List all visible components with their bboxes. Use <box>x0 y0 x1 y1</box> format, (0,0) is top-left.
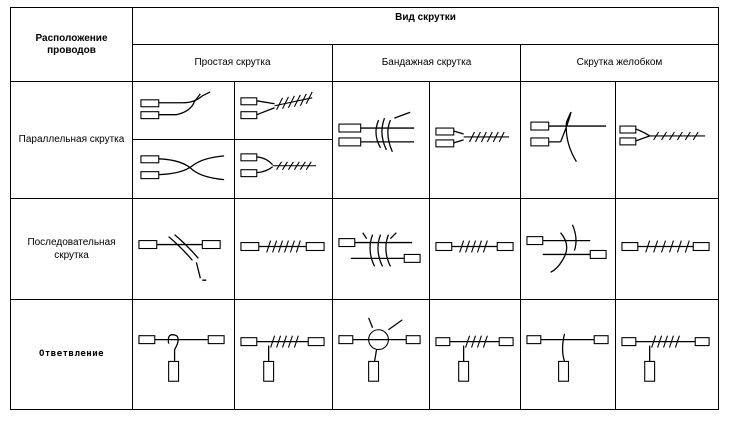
parallel-simple-cross-figure <box>140 155 225 181</box>
branch-groove-result-figure <box>621 335 710 382</box>
branch-simple-result-figure <box>240 335 325 382</box>
bandage-twist-header: Бандажная скрутка <box>332 44 521 82</box>
fig-serial-bandage-step <box>332 197 430 300</box>
parallel-groove-result-figure <box>619 125 706 146</box>
simple-twist-header: Простая скрутка <box>132 44 333 82</box>
fig-branch-groove-result <box>615 298 719 410</box>
groove-twist-header: Скрутка желобком <box>520 44 719 82</box>
branch-simple-step-figure <box>138 333 225 382</box>
fig-parallel-groove-result <box>615 81 719 199</box>
parallel-simple-twisted-figure <box>240 91 313 120</box>
fig-serial-groove-result <box>615 197 719 300</box>
simple-twist-label: Простая скрутка <box>194 57 271 68</box>
branch-bandage-result-figure <box>435 335 514 382</box>
groove-twist-label: Скрутка желобком <box>576 57 663 68</box>
row-label-branch: Ответвление <box>10 298 133 410</box>
bandage-twist-label: Бандажная скрутка <box>381 57 472 68</box>
row-label-parallel-text: Параллельная скрутка <box>18 134 125 146</box>
fig-branch-simple-result <box>234 298 333 410</box>
serial-simple-result-figure <box>240 240 325 253</box>
fig-branch-groove-step <box>520 298 616 410</box>
fig-serial-simple-result <box>234 197 333 300</box>
parallel-simple-start-figure <box>140 91 211 120</box>
row-label-branch-text: Ответвление <box>38 348 105 359</box>
parallel-groove-step-figure <box>530 111 607 163</box>
fig-branch-simple-step <box>132 298 235 410</box>
fig-parallel-bandage-result <box>429 81 521 199</box>
row-label-serial: Последовательная скрутка <box>10 197 133 300</box>
fig-parallel-bandage-step <box>332 81 430 199</box>
row-label-parallel: Параллельная скрутка <box>10 81 133 199</box>
fig-branch-bandage-result <box>429 298 521 410</box>
fig-parallel-groove-step <box>520 81 616 199</box>
serial-groove-result-figure <box>621 240 710 253</box>
parallel-bandage-step-figure <box>338 111 415 153</box>
parallel-bandage-result-figure <box>435 127 510 148</box>
wire-twist-table: Расположение проводов Вид скрутки Проста… <box>10 7 719 410</box>
fig-serial-groove-step <box>520 197 616 300</box>
branch-groove-step-figure <box>526 333 609 382</box>
serial-simple-step-figure <box>138 234 221 281</box>
twist-type-header: Вид скрутки <box>132 7 719 45</box>
serial-groove-step-figure <box>526 224 607 273</box>
position-header-label: Расположение проводов <box>35 32 108 56</box>
row-label-serial-text: Последовательная скрутка <box>27 236 116 261</box>
position-header: Расположение проводов <box>10 7 133 82</box>
fig-parallel-simple-result <box>234 81 333 199</box>
fig-serial-simple-step <box>132 197 235 300</box>
serial-bandage-result-figure <box>435 240 514 253</box>
serial-bandage-step-figure <box>338 232 421 267</box>
branch-bandage-step-figure <box>338 317 421 382</box>
parallel-simple-twisted-flat-figure <box>240 153 317 178</box>
fig-branch-bandage-step <box>332 298 430 410</box>
twist-type-header-label: Вид скрутки <box>395 12 456 23</box>
fig-serial-bandage-result <box>429 197 521 300</box>
fig-parallel-simple-step <box>132 81 235 199</box>
